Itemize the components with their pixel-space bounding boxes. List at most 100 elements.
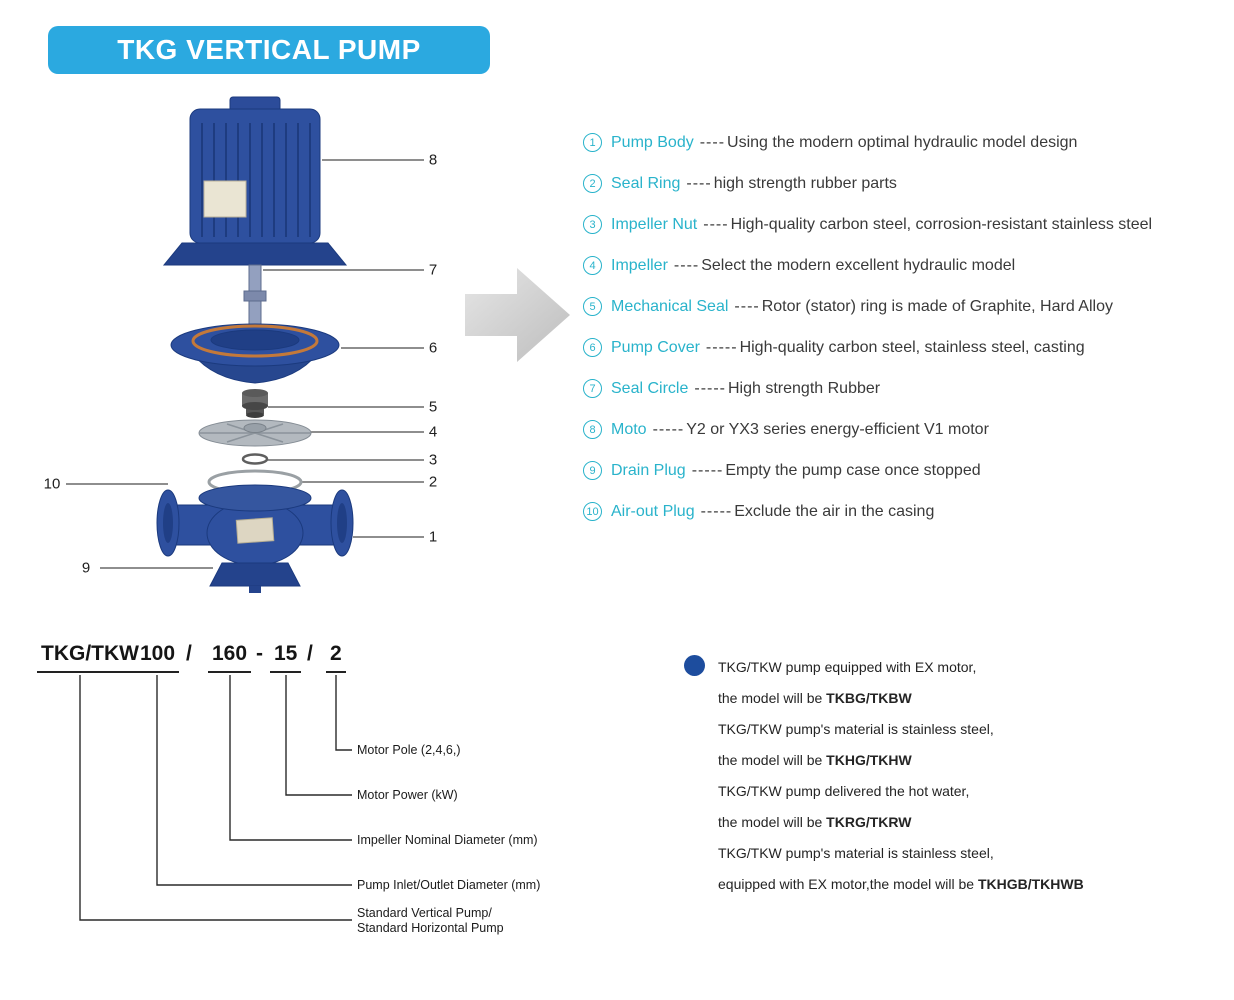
callout-5: 5 bbox=[428, 398, 438, 416]
part-row-pump-body: 1 Pump Body ---- Using the modern optima… bbox=[583, 122, 1233, 163]
model-token-slash-1: / bbox=[186, 642, 192, 665]
part-name: Drain Plug bbox=[611, 461, 686, 479]
pump-exploded-illustration bbox=[130, 95, 390, 600]
part-separator: ---- bbox=[686, 174, 712, 192]
part-description: high strength rubber parts bbox=[713, 174, 897, 192]
part-name: Pump Body bbox=[611, 133, 694, 151]
model-token-series: TKG/TKW bbox=[37, 642, 143, 673]
part-name: Air-out Plug bbox=[611, 502, 695, 520]
note-model-code: TKHG/TKHW bbox=[826, 752, 912, 768]
part-name: Seal Circle bbox=[611, 379, 689, 397]
note-line: TKG/TKW pump's material is stainless ste… bbox=[718, 838, 1084, 869]
part-description: High strength Rubber bbox=[728, 379, 881, 397]
note-line: TKG/TKW pump delivered the hot water, bbox=[718, 776, 1084, 807]
note-text: TKG/TKW pump delivered the hot water, bbox=[718, 783, 970, 799]
part-number-badge: 10 bbox=[583, 502, 602, 521]
part-description: Select the modern excellent hydraulic mo… bbox=[701, 256, 1016, 274]
note-text: TKG/TKW pump's material is stainless ste… bbox=[718, 721, 994, 737]
note-model-code: TKRG/TKRW bbox=[826, 814, 912, 830]
note-text: the model will be bbox=[718, 690, 827, 706]
part-separator: ----- bbox=[700, 502, 733, 520]
part-description: High-quality carbon steel, corrosion-res… bbox=[730, 215, 1153, 233]
part-number-badge: 5 bbox=[583, 297, 602, 316]
part-row-motor: 8 Moto ----- Y2 or YX3 series energy-eff… bbox=[583, 409, 1233, 450]
part-separator: ---- bbox=[734, 297, 760, 315]
part-number-badge: 1 bbox=[583, 133, 602, 152]
part-row-seal-circle: 7 Seal Circle ----- High strength Rubber bbox=[583, 368, 1233, 409]
arrow-right-icon bbox=[465, 268, 570, 367]
note-model-code: TKHGB/TKHWB bbox=[977, 876, 1084, 892]
part-separator: ----- bbox=[705, 338, 738, 356]
label-standard-pump-line2: Standard Horizontal Pump bbox=[357, 921, 504, 935]
part-separator: ---- bbox=[673, 256, 700, 274]
model-token-power: 15 bbox=[270, 642, 302, 673]
part-separator: ----- bbox=[694, 379, 726, 397]
label-motor-pole: Motor Pole (2,4,6,) bbox=[357, 743, 461, 757]
part-row-impeller-nut: 3 Impeller Nut ---- High-quality carbon … bbox=[583, 204, 1233, 245]
part-description: High-quality carbon steel, stainless ste… bbox=[739, 338, 1085, 356]
part-name: Impeller bbox=[611, 256, 668, 274]
part-number-badge: 4 bbox=[583, 256, 602, 275]
note-line: the model will be TKHG/TKHW bbox=[718, 745, 1084, 776]
pump-illustration-svg bbox=[156, 96, 354, 593]
part-row-seal-ring: 2 Seal Ring ---- high strength rubber pa… bbox=[583, 163, 1233, 204]
part-description: Y2 or YX3 series energy-efficient V1 mot… bbox=[686, 420, 989, 438]
part-name: Mechanical Seal bbox=[611, 297, 729, 315]
note-text: equipped with EX motor,the model will be bbox=[718, 876, 978, 892]
callout-4: 4 bbox=[428, 423, 438, 441]
model-variant-notes: TKG/TKW pump equipped with EX motor, the… bbox=[718, 652, 1084, 900]
model-token-inlet: 100 bbox=[136, 642, 180, 673]
part-number-badge: 6 bbox=[583, 338, 602, 357]
part-row-pump-cover: 6 Pump Cover ----- High-quality carbon s… bbox=[583, 327, 1233, 368]
note-text: the model will be bbox=[718, 814, 827, 830]
callout-8: 8 bbox=[428, 151, 438, 169]
part-description: Empty the pump case once stopped bbox=[725, 461, 981, 479]
part-row-impeller: 4 Impeller ---- Select the modern excell… bbox=[583, 245, 1233, 286]
part-row-drain-plug: 9 Drain Plug ----- Empty the pump case o… bbox=[583, 450, 1233, 491]
part-number-badge: 7 bbox=[583, 379, 602, 398]
part-description: Exclude the air in the casing bbox=[734, 502, 935, 520]
part-number-badge: 3 bbox=[583, 215, 602, 234]
callout-2: 2 bbox=[428, 473, 438, 491]
callout-10: 10 bbox=[43, 475, 61, 493]
part-name: Seal Ring bbox=[611, 174, 681, 192]
part-separator: ---- bbox=[699, 133, 726, 151]
part-name: Impeller Nut bbox=[611, 215, 698, 233]
page-title: TKG VERTICAL PUMP bbox=[117, 34, 421, 65]
model-token-impeller: 160 bbox=[208, 642, 252, 673]
note-text: TKG/TKW pump equipped with EX motor, bbox=[718, 659, 977, 675]
part-separator: ----- bbox=[652, 420, 685, 438]
title-banner: TKG VERTICAL PUMP bbox=[48, 26, 490, 74]
model-token-slash-2: / bbox=[307, 642, 313, 665]
label-standard-pump: Standard Vertical Pump/ Standard Horizon… bbox=[357, 906, 504, 936]
part-description: Using the modern optimal hydraulic model… bbox=[727, 133, 1078, 151]
part-separator: ----- bbox=[691, 461, 724, 479]
part-separator: ---- bbox=[703, 215, 729, 233]
label-motor-power: Motor Power (kW) bbox=[357, 788, 458, 802]
callout-6: 6 bbox=[428, 339, 438, 357]
note-text: the model will be bbox=[718, 752, 827, 768]
part-name: Moto bbox=[611, 420, 647, 438]
note-line: TKG/TKW pump's material is stainless ste… bbox=[718, 714, 1084, 745]
model-token-pole: 2 bbox=[326, 642, 346, 673]
label-impeller-diameter: Impeller Nominal Diameter (mm) bbox=[357, 833, 538, 847]
parts-list: 1 Pump Body ---- Using the modern optima… bbox=[583, 122, 1233, 532]
callout-3: 3 bbox=[428, 451, 438, 469]
bullet-dot-icon bbox=[684, 655, 705, 676]
part-number-badge: 8 bbox=[583, 420, 602, 439]
note-line: TKG/TKW pump equipped with EX motor, bbox=[718, 652, 1084, 683]
part-description: Rotor (stator) ring is made of Graphite,… bbox=[761, 297, 1113, 315]
label-inlet-outlet: Pump Inlet/Outlet Diameter (mm) bbox=[357, 878, 541, 892]
note-text: TKG/TKW pump's material is stainless ste… bbox=[718, 845, 994, 861]
part-row-mechanical-seal: 5 Mechanical Seal ---- Rotor (stator) ri… bbox=[583, 286, 1233, 327]
part-number-badge: 9 bbox=[583, 461, 602, 480]
callout-7: 7 bbox=[428, 261, 438, 279]
part-number-badge: 2 bbox=[583, 174, 602, 193]
label-standard-pump-line1: Standard Vertical Pump/ bbox=[357, 906, 492, 920]
callout-9: 9 bbox=[81, 559, 91, 577]
note-line: equipped with EX motor,the model will be… bbox=[718, 869, 1084, 900]
part-name: Pump Cover bbox=[611, 338, 700, 356]
part-row-air-out-plug: 10 Air-out Plug ----- Exclude the air in… bbox=[583, 491, 1233, 532]
note-model-code: TKBG/TKBW bbox=[826, 690, 912, 706]
